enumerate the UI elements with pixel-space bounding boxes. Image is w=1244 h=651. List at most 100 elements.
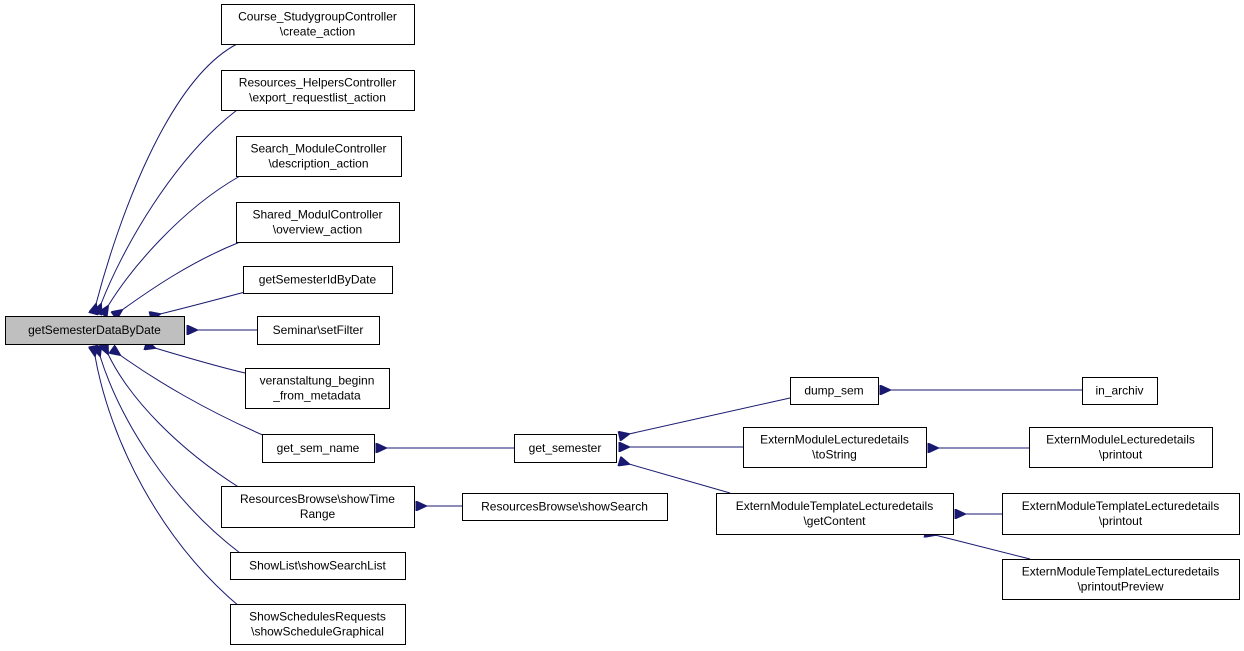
node-label: in_archiv <box>1095 384 1143 398</box>
node-box <box>257 316 380 345</box>
node-box <box>1029 427 1213 468</box>
graph-node[interactable]: veranstaltung_beginn_from_metadata <box>245 368 390 409</box>
node-label: dump_sem <box>804 384 863 398</box>
edge-n1-to-root <box>96 43 238 304</box>
node-box <box>243 266 393 294</box>
node-label: \toString <box>812 448 857 462</box>
edge-n16-to-n12 <box>629 464 731 494</box>
edges-layer <box>95 43 1082 608</box>
node-label: ResourcesBrowse\showSearch <box>481 500 648 514</box>
node-box <box>743 427 927 468</box>
node-box <box>230 604 406 645</box>
node-label: ExternModuleLecturedetails <box>760 433 909 447</box>
edge-n3-to-root <box>108 175 241 306</box>
node-label: get_semester <box>529 441 602 455</box>
root-node: getSemesterDataByDate <box>5 316 185 345</box>
node-label: \printoutPreview <box>1077 580 1163 594</box>
graph-node[interactable]: get_sem_name <box>262 434 375 463</box>
edge-line <box>935 535 1031 560</box>
node-box <box>236 202 400 243</box>
node-box <box>245 368 390 409</box>
node-label: _from_metadata <box>272 389 361 403</box>
node-label: ExternModuleTemplateLecturedetails <box>1022 499 1219 513</box>
graph-node[interactable]: get_semester <box>514 434 617 463</box>
edge-line <box>155 348 246 374</box>
node-label: veranstaltung_beginn <box>260 374 375 388</box>
graph-node[interactable]: ShowList\showSearchList <box>230 552 406 580</box>
graph-node[interactable]: Search_ModuleController\description_acti… <box>236 136 402 177</box>
node-label: ShowSchedulesRequests <box>249 610 386 624</box>
edge-n10-to-root <box>100 356 241 554</box>
node-label: ShowList\showSearchList <box>249 559 386 573</box>
node-box <box>514 434 617 463</box>
node-box <box>221 70 415 111</box>
edge-n20-to-n16 <box>935 535 1031 560</box>
node-label: \showScheduleGraphical <box>251 625 384 639</box>
node-label: ResourcesBrowse\showTime <box>240 492 395 506</box>
graph-node[interactable]: getSemesterIdByDate <box>243 266 393 294</box>
node-label: Seminar\setFilter <box>273 323 364 337</box>
node-box <box>230 552 406 580</box>
node-label: ExternModuleLecturedetails <box>1046 433 1195 447</box>
edge-n9-to-root <box>108 354 241 489</box>
node-box <box>1002 559 1240 600</box>
graph-node[interactable]: Shared_ModulController\overview_action <box>236 202 400 243</box>
graph-node[interactable]: Resources_HelpersController\export_reque… <box>221 70 415 111</box>
node-label: \description_action <box>268 157 368 171</box>
edge-line <box>101 109 238 304</box>
graph-node[interactable]: dump_sem <box>790 377 879 405</box>
node-box <box>236 136 402 177</box>
edge-line <box>108 354 241 489</box>
edge-n7-to-root <box>155 348 246 374</box>
node-label: \create_action <box>280 25 355 39</box>
node-label: \printout <box>1099 448 1143 462</box>
edge-n5-to-root <box>160 291 246 314</box>
node-box <box>462 493 668 521</box>
node-label: Range <box>300 507 336 521</box>
node-label: Search_ModuleController <box>250 142 386 156</box>
node-label: getSemesterDataByDate <box>28 323 161 337</box>
node-label: Shared_ModulController <box>252 208 382 222</box>
edge-line <box>108 175 241 306</box>
node-label: \overview_action <box>273 223 362 237</box>
edge-line <box>160 291 246 314</box>
graph-node[interactable]: ExternModuleTemplateLecturedetails\print… <box>1002 559 1240 600</box>
edge-line <box>120 355 266 437</box>
node-label: Course_StudygroupController <box>238 10 397 24</box>
node-box <box>221 4 415 45</box>
node-label: ExternModuleTemplateLecturedetails <box>1022 565 1219 579</box>
edge-n4-to-root <box>122 241 241 310</box>
edge-line <box>629 464 731 494</box>
edge-n14-to-n12 <box>629 397 791 434</box>
node-box <box>5 316 185 345</box>
edge-line <box>100 356 241 554</box>
graph-node[interactable]: ExternModuleTemplateLecturedetails\getCo… <box>716 493 954 535</box>
graph-node[interactable]: ShowSchedulesRequests\showScheduleGraphi… <box>230 604 406 645</box>
graph-node[interactable]: ExternModuleTemplateLecturedetails\print… <box>1002 493 1240 535</box>
graph-node[interactable]: Course_StudygroupController\create_actio… <box>221 4 415 45</box>
edge-line <box>95 356 241 608</box>
graph-node[interactable]: ExternModuleLecturedetails\printout <box>1029 427 1213 468</box>
graph-node[interactable]: ResourcesBrowse\showSearch <box>462 493 668 521</box>
node-box <box>790 377 879 405</box>
node-box <box>1002 493 1240 535</box>
nodes-layer: getSemesterDataByDate Course_StudygroupCo… <box>5 4 1240 645</box>
edge-line <box>122 241 241 310</box>
graph-node[interactable]: Seminar\setFilter <box>257 316 380 345</box>
edge-n2-to-root <box>101 109 238 304</box>
node-label: ExternModuleTemplateLecturedetails <box>736 499 933 513</box>
node-label: getSemesterIdByDate <box>259 273 377 287</box>
node-label: \getContent <box>803 514 866 528</box>
edge-line <box>629 397 791 434</box>
node-box <box>1082 377 1158 405</box>
graph-node[interactable]: ExternModuleLecturedetails\toString <box>743 427 927 468</box>
node-box <box>221 486 415 528</box>
graph-node[interactable]: in_archiv <box>1082 377 1158 405</box>
node-box <box>716 493 954 535</box>
node-label: \printout <box>1099 514 1143 528</box>
node-label: \export_requestlist_action <box>249 91 386 105</box>
node-label: get_sem_name <box>277 441 360 455</box>
node-box <box>262 434 375 463</box>
